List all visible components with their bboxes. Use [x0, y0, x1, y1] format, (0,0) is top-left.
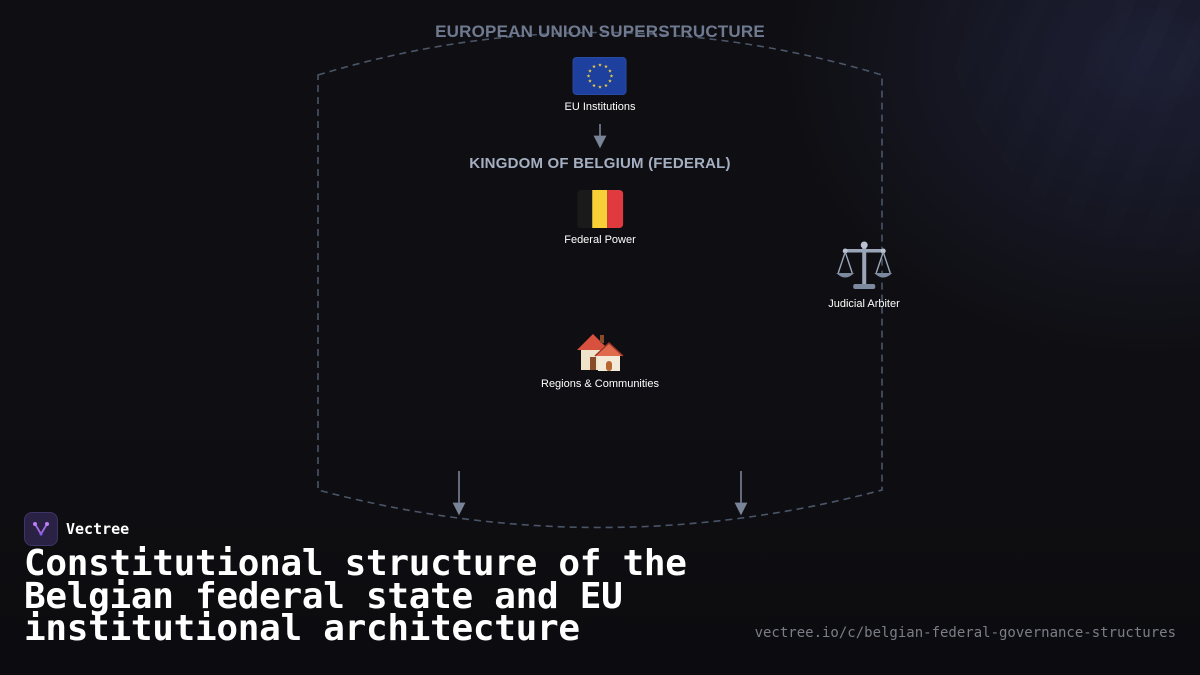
federal-power-node[interactable]: Federal Power	[564, 190, 636, 246]
page-headline: Constitutional structure of the Belgian …	[24, 543, 687, 649]
source-url[interactable]: vectree.io/c/belgian-federal-governance-…	[754, 625, 1176, 641]
eu-superstructure-frame	[317, 31, 883, 529]
eu-superstructure-title: EUROPEAN UNION SUPERSTRUCTURE	[435, 22, 765, 41]
regions-communities-label: Regions & Communities	[541, 378, 659, 390]
eu-flag-icon	[572, 57, 627, 95]
federal-power-label: Federal Power	[564, 234, 636, 246]
brand[interactable]: Vectree	[24, 512, 129, 546]
brand-name: Vectree	[66, 520, 130, 538]
belgium-flag-icon	[576, 190, 623, 228]
judicial-arbiter-label: Judicial Arbiter	[828, 298, 900, 310]
judicial-arbiter-node[interactable]: Judicial Arbiter	[828, 240, 900, 310]
houses-icon	[577, 334, 624, 371]
eu-institutions-label: EU Institutions	[564, 101, 636, 113]
regions-communities-node[interactable]: Regions & Communities	[541, 330, 659, 390]
balance-scale-icon	[835, 241, 892, 289]
kingdom-of-belgium-title: KINGDOM OF BELGIUM (FEDERAL)	[469, 155, 731, 172]
eu-institutions-node[interactable]: EU Institutions	[564, 57, 636, 113]
vectree-logo-icon	[24, 512, 58, 546]
